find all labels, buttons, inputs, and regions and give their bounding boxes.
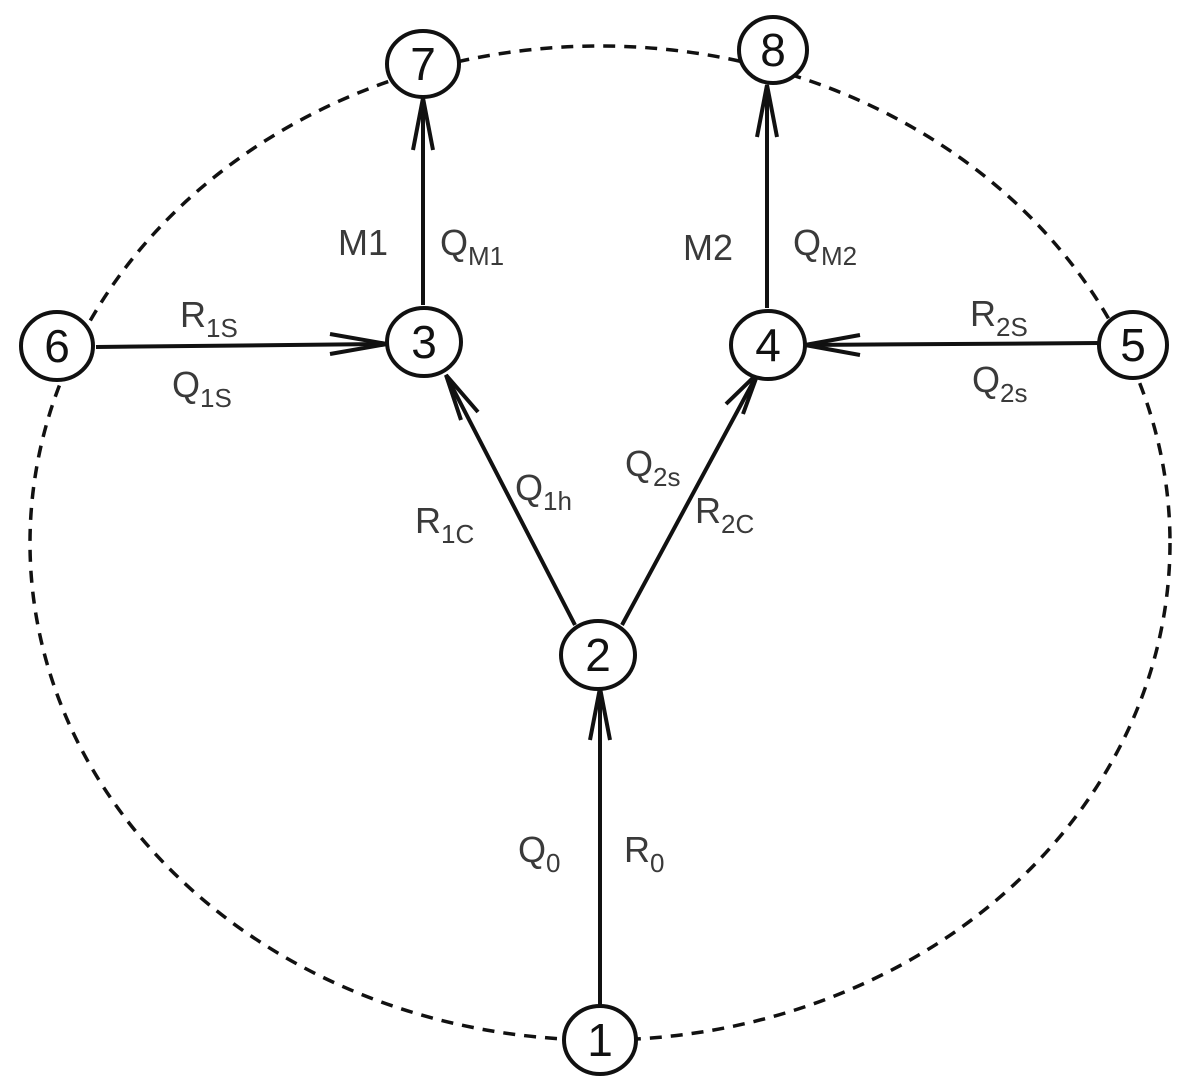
edge-3-7-label: M1 — [338, 222, 388, 263]
edge-2-3 — [444, 374, 577, 626]
node-6-label: 6 — [44, 320, 70, 372]
node-6: 6 — [19, 310, 95, 382]
node-4: 4 — [729, 309, 807, 381]
node-8-label: 8 — [760, 24, 786, 76]
node-5: 5 — [1097, 310, 1169, 380]
edge-4-8-flow-label: QM2 — [793, 222, 857, 271]
edge-2-3-flow-label: Q1h — [515, 467, 572, 516]
edge-2-4-flow-label: Q2s — [625, 443, 680, 492]
node-1: 1 — [562, 1004, 638, 1076]
edge-5-4-flow-label: Q2s — [972, 359, 1027, 408]
edge-5-4-resistance-label: R2S — [970, 293, 1028, 342]
node-4-label: 4 — [755, 319, 781, 371]
node-7: 7 — [385, 29, 461, 99]
node-2: 2 — [559, 619, 637, 691]
node-1-label: 1 — [587, 1014, 613, 1066]
edge-2-4 — [620, 372, 760, 626]
edge-6-3-resistance-label: R1S — [180, 294, 238, 343]
edge-2-4-resistance-label: R2C — [695, 490, 754, 539]
arrowhead-2-3 — [444, 373, 480, 421]
edge-6-3-flow-label: Q1S — [172, 364, 232, 413]
node-3-label: 3 — [411, 316, 437, 368]
node-3: 3 — [385, 306, 463, 378]
edge-4-8-label: M2 — [683, 227, 733, 268]
edge-5-4 — [804, 341, 1101, 347]
node-7-label: 7 — [410, 38, 436, 90]
arrowhead-2-4 — [724, 371, 760, 415]
edge-1-2-flow-label: Q0 — [518, 829, 560, 878]
edge-3-7-flow-label: QM1 — [440, 222, 504, 271]
edge-6-3 — [95, 342, 388, 349]
node-8: 8 — [737, 15, 809, 85]
node-5-label: 5 — [1120, 319, 1146, 371]
arrowhead-4-8 — [755, 84, 779, 138]
edge-2-3-resistance-label: R1C — [415, 500, 474, 549]
boundary-dashed-ellipse — [28, 44, 1172, 1042]
edge-1-2-resistance-label: R0 — [624, 829, 664, 878]
node-2-label: 2 — [585, 629, 611, 681]
